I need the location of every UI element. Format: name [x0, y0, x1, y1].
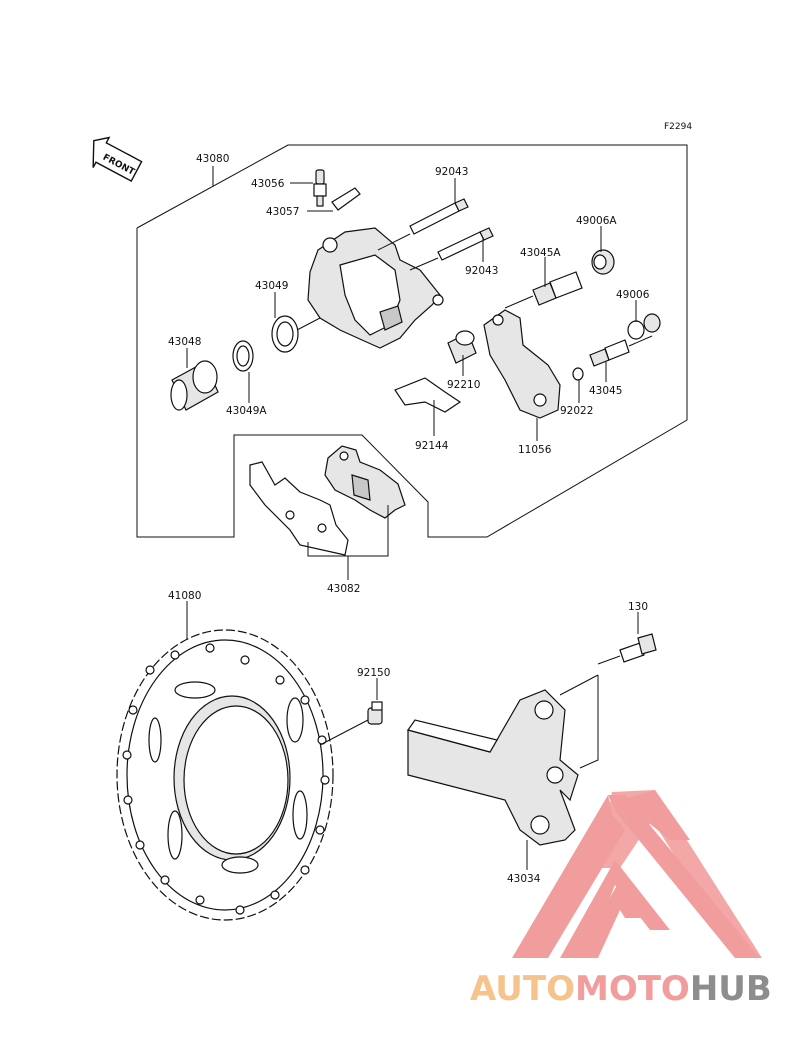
diagram-code: F2294 — [664, 122, 692, 132]
label-43080: 43080 — [196, 153, 229, 165]
label-43057: 43057 — [266, 206, 299, 218]
boot-49006 — [627, 313, 661, 340]
watermark-moto: MOTO — [575, 969, 690, 1009]
label-92022: 92022 — [560, 405, 593, 417]
brake-pad-front — [249, 461, 349, 556]
piston-43048 — [170, 360, 219, 411]
label-43034: 43034 — [507, 873, 541, 885]
label-43049: 43049 — [255, 280, 288, 292]
label-43045A: 43045A — [520, 247, 561, 259]
sleeve-92210 — [447, 330, 477, 364]
label-41080: 41080 — [168, 590, 201, 602]
boot-49006A — [591, 249, 615, 275]
label-11056: 11056 — [518, 444, 552, 456]
label-92144: 92144 — [415, 440, 449, 452]
label-43056: 43056 — [251, 178, 285, 190]
bleed-cap — [331, 187, 361, 211]
bolt-130 — [597, 633, 657, 665]
caliper-pin-lower — [409, 227, 494, 271]
label-43082: 43082 — [327, 583, 360, 595]
piston-seal-43049A — [232, 340, 254, 372]
bracket-pin-43045A — [504, 271, 583, 309]
caliper-mount-bracket-43034 — [407, 689, 579, 846]
label-130: 130 — [628, 601, 648, 613]
bracket-pin-43045 — [589, 335, 653, 367]
label-43048: 43048 — [168, 336, 201, 348]
front-arrow-icon: FRONT — [92, 136, 143, 182]
label-43045: 43045 — [589, 385, 622, 397]
disc-bolt-92150 — [319, 701, 383, 746]
label-92043-upper: 92043 — [435, 166, 468, 178]
watermark-text: AUTOMOTOHUB — [470, 969, 772, 1009]
watermark-hub: HUB — [690, 969, 772, 1009]
caliper-assembly-outline — [136, 144, 688, 538]
automotohub-logo: AUTOMOTOHUB — [470, 790, 772, 1009]
label-49006A: 49006A — [576, 215, 617, 227]
piston-seal-43049 — [271, 315, 299, 353]
label-92043-lower: 92043 — [465, 265, 498, 277]
watermark-auto: AUTO — [470, 969, 575, 1009]
caliper-pin-upper — [377, 198, 469, 251]
label-49006: 49006 — [616, 289, 650, 301]
brake-pad-rear — [324, 445, 406, 519]
caliper-bracket-11056 — [483, 309, 561, 419]
part-labels: 43080 43056 43057 92043 92043 49006A 430… — [168, 153, 650, 885]
leader-lines — [186, 166, 639, 870]
clip-92022 — [572, 367, 584, 381]
caliper-body — [307, 227, 444, 349]
bleed-valve — [313, 169, 327, 207]
brake-disc-41080 — [116, 629, 334, 921]
pad-spring-92144 — [394, 377, 462, 413]
label-92150: 92150 — [357, 667, 390, 679]
label-43049A: 43049A — [226, 405, 267, 417]
label-92210: 92210 — [447, 379, 480, 391]
